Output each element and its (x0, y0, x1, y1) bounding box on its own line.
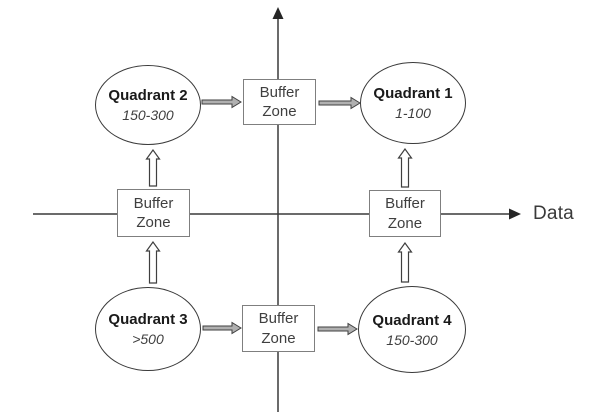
buffer-zone-left-label-line1: Buffer (133, 194, 174, 212)
buffer-zone-right: Buffer Zone (369, 190, 441, 237)
quadrant-4-title: Quadrant 4 (372, 311, 452, 329)
quadrant-1-title: Quadrant 1 (373, 85, 453, 102)
quadrant-1-node: Quadrant 1 1-100 (360, 62, 466, 144)
arrow-buffer-bottom-to-q4-icon (317, 322, 358, 336)
arrow-buffer-left-to-q2-icon (145, 148, 161, 187)
buffer-zone-right-label-line2: Zone (387, 214, 423, 232)
y-axis-label: Narrative (237, 0, 316, 6)
arrow-q2-to-buffer-top-icon (201, 95, 242, 109)
buffer-zone-left-label-line2: Zone (136, 214, 171, 231)
quadrant-2-title: Quadrant 2 (108, 87, 188, 104)
quadrant-2-node: Quadrant 2 150-300 (95, 65, 201, 145)
quadrant-1-range: 1-100 (395, 105, 431, 121)
buffer-zone-bottom-label-line2: Zone (261, 329, 296, 347)
arrow-q3-to-buffer-left-icon (145, 240, 161, 284)
x-axis-arrowhead-icon (509, 208, 521, 220)
quadrant-4-range: 150-300 (386, 331, 438, 348)
arrow-q3-to-buffer-bottom-icon (202, 321, 242, 335)
arrow-buffer-right-to-q1-icon (397, 147, 413, 188)
arrow-q4-to-buffer-right-icon (397, 241, 413, 283)
quadrant-2-range: 150-300 (122, 107, 174, 123)
x-axis-label: Data (533, 203, 574, 224)
quadrant-4-node: Quadrant 4 150-300 (358, 286, 466, 373)
buffer-zone-bottom-label-line1: Buffer (258, 310, 299, 327)
buffer-zone-bottom: Buffer Zone (242, 305, 315, 352)
buffer-zone-top-label-line1: Buffer (259, 83, 300, 101)
buffer-zone-top-label-line2: Zone (262, 103, 297, 120)
quadrant-3-title: Quadrant 3 (108, 311, 188, 328)
buffer-zone-left: Buffer Zone (117, 189, 190, 237)
quadrant-3-node: Quadrant 3 >500 (95, 287, 201, 371)
buffer-zone-right-label-line1: Buffer (385, 195, 425, 212)
arrow-buffer-top-to-q1-icon (318, 96, 361, 110)
buffer-zone-top: Buffer Zone (243, 79, 316, 125)
y-axis-arrowhead-icon (272, 7, 284, 19)
quadrant-3-range: >500 (132, 331, 164, 347)
